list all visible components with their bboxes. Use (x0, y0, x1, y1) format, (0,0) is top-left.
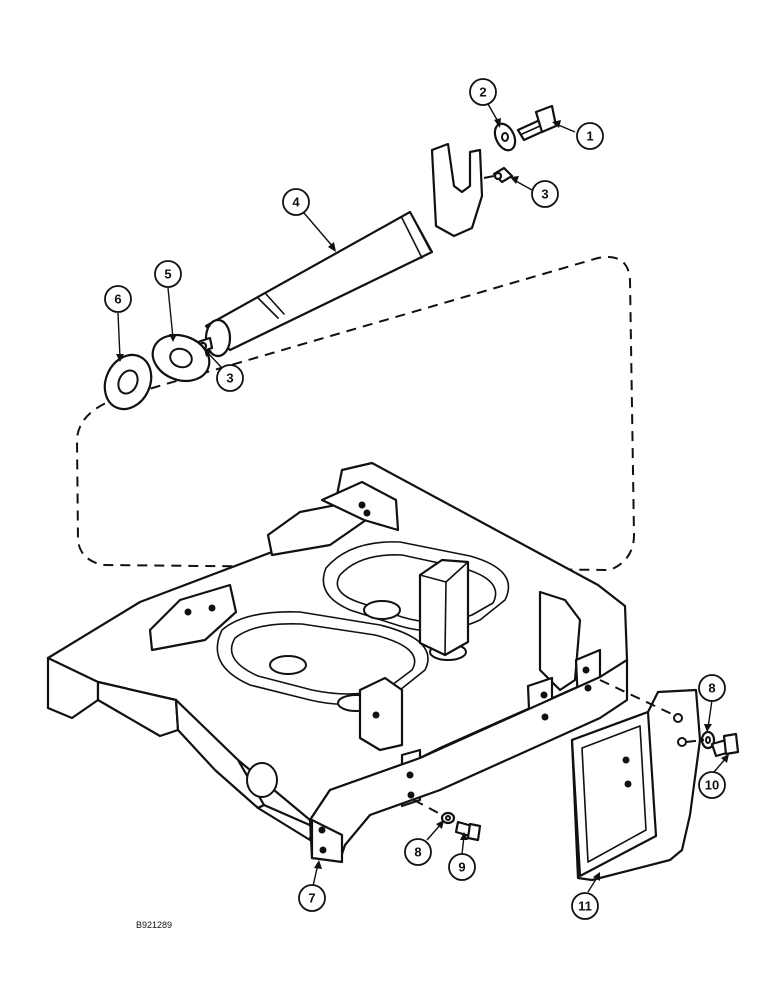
callout-3-lower: 3 (216, 364, 244, 392)
pivot-shaft (204, 142, 484, 358)
callout-3-upper: 3 (531, 180, 559, 208)
thrust-washer-5 (151, 333, 211, 383)
svg-text:10: 10 (705, 778, 719, 793)
callout-10: 10 (698, 771, 726, 799)
svg-text:8: 8 (708, 681, 715, 696)
alignment-line-bracket (599, 679, 677, 717)
alignment-line-bolt-9 (413, 799, 445, 817)
svg-text:6: 6 (114, 292, 121, 307)
thrust-washer-6 (103, 353, 153, 411)
callout-8-lower: 8 (404, 838, 432, 866)
grease-fitting-upper (492, 166, 514, 184)
callout-6: 6 (104, 285, 132, 313)
svg-text:7: 7 (308, 891, 315, 906)
frame-casting (46, 461, 629, 864)
bolt-9 (454, 820, 482, 842)
alignment-line-grease-fitting (483, 175, 495, 179)
svg-text:2: 2 (479, 85, 486, 100)
alignment-line-bolt-10 (685, 739, 705, 743)
callout-7: 7 (298, 884, 326, 912)
svg-text:3: 3 (541, 187, 548, 202)
callout-11: 11 (571, 892, 599, 920)
svg-text:9: 9 (458, 860, 465, 875)
callout-8-right: 8 (698, 674, 726, 702)
svg-text:8: 8 (414, 845, 421, 860)
bolt-10 (710, 732, 740, 758)
callout-5: 5 (154, 260, 182, 288)
leader-lines (116, 103, 729, 893)
svg-text:1: 1 (586, 129, 593, 144)
figure-reference: B921289 (136, 920, 172, 930)
lock-washer-8-lower (440, 811, 456, 825)
callout-2: 2 (469, 78, 497, 106)
callout-4: 4 (282, 188, 310, 216)
svg-text:3: 3 (226, 371, 233, 386)
callout-1: 1 (576, 122, 604, 150)
svg-text:4: 4 (292, 195, 300, 210)
svg-text:5: 5 (164, 267, 171, 282)
callout-9: 9 (448, 853, 476, 881)
bolt-1 (516, 104, 558, 142)
washer-2 (493, 122, 517, 152)
assembly-group-dashed-outline (76, 256, 635, 571)
mounting-bracket (570, 688, 702, 882)
svg-text:11: 11 (578, 899, 592, 914)
